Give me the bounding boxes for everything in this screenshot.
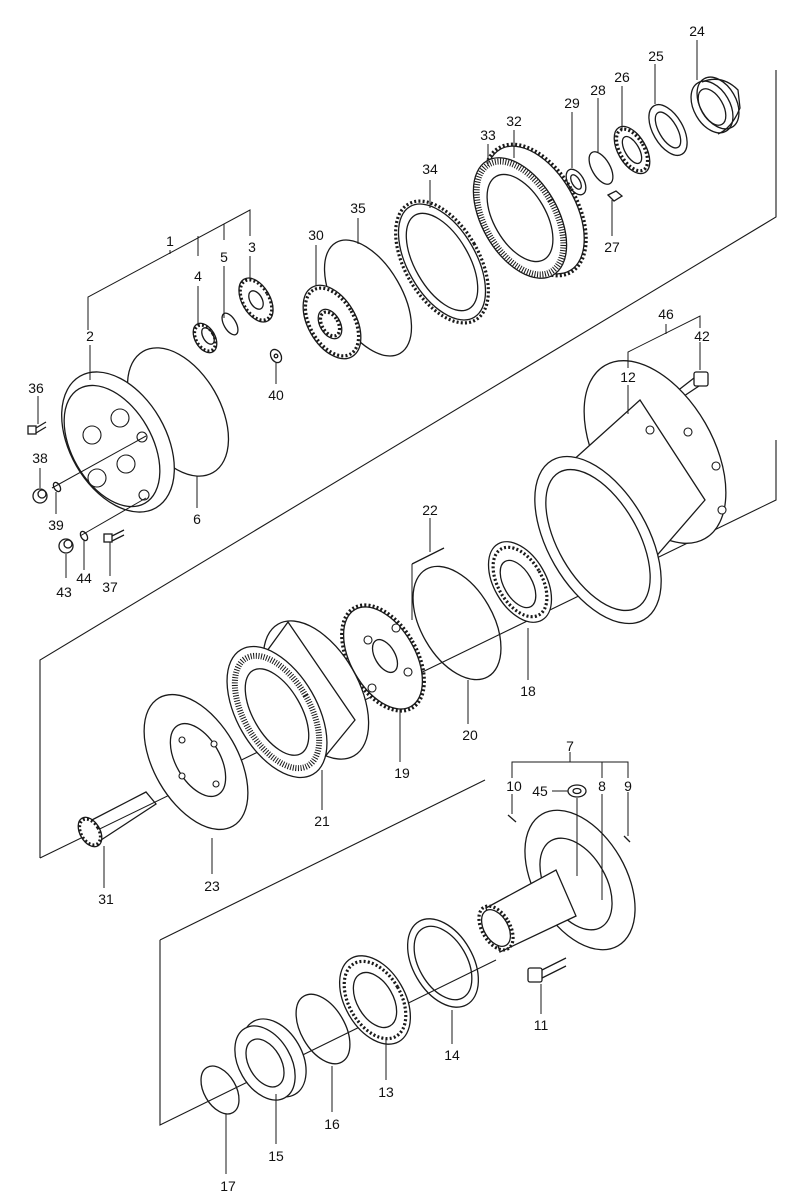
callout-24: 24 (689, 23, 705, 39)
bearing-13 (338, 955, 412, 1045)
callout-22: 22 (422, 502, 438, 518)
callout-28: 28 (590, 82, 606, 98)
spline-shaft-31 (77, 791, 157, 848)
callout-32: 32 (506, 113, 522, 129)
cover-2 (61, 371, 175, 513)
callout-26: 26 (614, 69, 630, 85)
callout-10: 10 (506, 778, 522, 794)
output-flange-8 (477, 809, 636, 953)
seal-14 (406, 918, 480, 1008)
callout-6: 6 (193, 511, 201, 527)
pin-9 (623, 835, 631, 843)
callout-11: 11 (534, 1017, 549, 1033)
washer-45 (567, 784, 587, 798)
bearing-18 (487, 541, 553, 623)
callout-16: 16 (324, 1116, 340, 1132)
snap-ring-5 (221, 312, 239, 336)
callout-1: 1 (166, 233, 174, 249)
plug-43 (58, 538, 74, 554)
callout-27: 27 (604, 239, 620, 255)
callout-19: 19 (394, 765, 410, 781)
callout-42: 42 (694, 328, 710, 344)
needle-bearing-4 (192, 322, 218, 354)
group-frame-top (39, 70, 777, 858)
pin-22 (411, 547, 445, 565)
callout-33: 33 (480, 127, 496, 143)
callout-2: 2 (86, 328, 94, 344)
callout-36: 36 (28, 380, 44, 396)
gear-plate-19 (340, 603, 426, 713)
bolt-37 (103, 529, 125, 543)
seal-15 (234, 1018, 307, 1101)
callout-8: 8 (598, 778, 606, 794)
callout-40: 40 (268, 387, 284, 403)
callout-29: 29 (564, 95, 580, 111)
callout-31: 31 (98, 891, 114, 907)
o-ring-44 (79, 530, 89, 542)
callout-12: 12 (620, 369, 636, 385)
callout-23: 23 (204, 878, 220, 894)
washer-25 (648, 103, 688, 157)
callout-18: 18 (520, 683, 536, 699)
shim-29 (565, 168, 587, 196)
callout-15: 15 (268, 1148, 284, 1164)
ring-gear-drum-21 (226, 620, 370, 779)
ring-gear-34 (394, 199, 490, 325)
housing-12 (534, 360, 727, 625)
group-frame-bottom-top-edge (159, 779, 486, 941)
callout-35: 35 (350, 200, 366, 216)
callout-3: 3 (248, 239, 256, 255)
callout-44: 44 (76, 570, 92, 586)
callout-9: 9 (624, 778, 632, 794)
callout-38: 38 (32, 450, 48, 466)
planet-carrier-30 (302, 284, 362, 360)
bearing-26 (613, 125, 651, 175)
bolt-36 (27, 421, 47, 435)
o-ring-39 (52, 481, 62, 493)
callout-20: 20 (462, 727, 478, 743)
leader-lines (37, 40, 701, 1174)
snap-ring-20 (412, 565, 502, 681)
friction-plate-33 (472, 157, 568, 279)
callout-25: 25 (648, 48, 664, 64)
pin-10 (507, 814, 517, 823)
snap-ring-28 (588, 151, 614, 185)
plate-23 (143, 693, 249, 831)
callout-7: 7 (566, 738, 574, 754)
callout-17: 17 (220, 1178, 236, 1194)
bolt-11 (527, 957, 567, 983)
seal-ring-24 (690, 76, 741, 135)
callout-45: 45 (532, 783, 548, 799)
callout-14: 14 (444, 1047, 460, 1063)
callout-5: 5 (220, 249, 228, 265)
planet-gear-3 (238, 277, 274, 323)
plug-38 (32, 488, 48, 504)
o-ring-16 (295, 993, 351, 1065)
callout-34: 34 (422, 161, 438, 177)
callout-21: 21 (314, 813, 330, 829)
callout-37: 37 (102, 579, 118, 595)
callout-4: 4 (194, 268, 202, 284)
callout-labels: 1 2 3 4 5 6 7 8 9 10 11 12 13 14 15 16 1… (28, 23, 710, 1194)
o-ring-17 (200, 1065, 240, 1115)
callout-30: 30 (308, 227, 324, 243)
group-frame-bottom (159, 940, 497, 1126)
washer-40 (269, 348, 283, 364)
callout-43: 43 (56, 584, 72, 600)
callout-39: 39 (48, 517, 64, 533)
callout-46: 46 (658, 306, 674, 322)
key-27 (606, 190, 624, 202)
callout-13: 13 (378, 1084, 394, 1100)
